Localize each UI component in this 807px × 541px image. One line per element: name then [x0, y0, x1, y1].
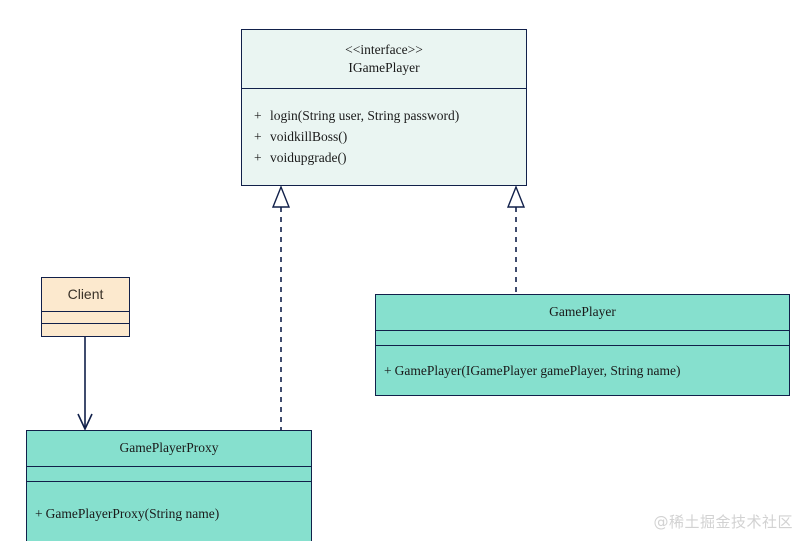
class-header-gameplayerproxy: GamePlayerProxy	[27, 431, 311, 466]
visibility-marker: +	[254, 108, 262, 123]
visibility-marker: +	[254, 129, 262, 144]
visibility-marker: +	[35, 505, 43, 521]
member-row: + voidkillBoss()	[242, 126, 526, 147]
attributes-compartment-gameplayer	[376, 330, 789, 345]
attributes-compartment-gameplayerproxy	[27, 466, 311, 481]
class-name-label: Client	[67, 285, 104, 302]
member-row: + voidupgrade()	[242, 147, 526, 168]
class-name-label: GamePlayer	[549, 304, 616, 320]
class-header-gameplayer: GamePlayer	[376, 295, 789, 330]
member-signature: GamePlayerProxy(String name)	[45, 505, 220, 521]
class-name-label: GamePlayerProxy	[119, 440, 219, 456]
members-compartment-igameplayer: + login(String user, String password) + vo…	[242, 88, 526, 185]
member-signature: GamePlayer(IGamePlayer gamePlayer, Strin…	[394, 362, 681, 378]
hollow-triangle-arrowhead-icon	[271, 185, 291, 208]
visibility-marker: +	[384, 362, 392, 378]
class-header-client: Client	[42, 278, 129, 311]
edge-gameplayer-realizes-interface	[506, 185, 526, 294]
class-box-igameplayer[interactable]: <<interface>> IGamePlayer + login(String …	[241, 29, 527, 186]
member-signature: login(String user, String password)	[270, 108, 460, 123]
member-row: + login(String user, String password)	[242, 105, 526, 126]
member-row: +GamePlayer(IGamePlayer gamePlayer, Stri…	[376, 363, 680, 379]
member-signature: voidupgrade()	[270, 150, 347, 165]
class-header-igameplayer: <<interface>> IGamePlayer	[242, 30, 526, 88]
edge-client-uses-proxy	[77, 337, 93, 431]
member-signature: voidkillBoss()	[270, 129, 348, 144]
attributes-compartment-client	[42, 310, 129, 324]
visibility-marker: +	[254, 150, 262, 165]
methods-compartment-gameplayer: +GamePlayer(IGamePlayer gamePlayer, Stri…	[376, 345, 789, 395]
hollow-triangle-arrowhead-icon	[506, 185, 526, 208]
stereotype-label: <<interface>>	[345, 41, 423, 57]
class-box-gameplayerproxy[interactable]: GamePlayerProxy +GamePlayerProxy(String …	[26, 430, 312, 541]
class-name-label: IGamePlayer	[348, 60, 420, 75]
class-box-gameplayer[interactable]: GamePlayer +GamePlayer(IGamePlayer gameP…	[375, 294, 790, 396]
member-row: +GamePlayerProxy(String name)	[27, 506, 219, 522]
methods-compartment-client	[42, 323, 129, 336]
class-box-client[interactable]: Client	[41, 277, 130, 337]
watermark-label: @稀土掘金技术社区	[653, 513, 793, 531]
edge-proxy-realizes-interface	[271, 185, 291, 430]
open-arrowhead-icon	[77, 413, 93, 431]
methods-compartment-gameplayerproxy: +GamePlayerProxy(String name)	[27, 481, 311, 541]
